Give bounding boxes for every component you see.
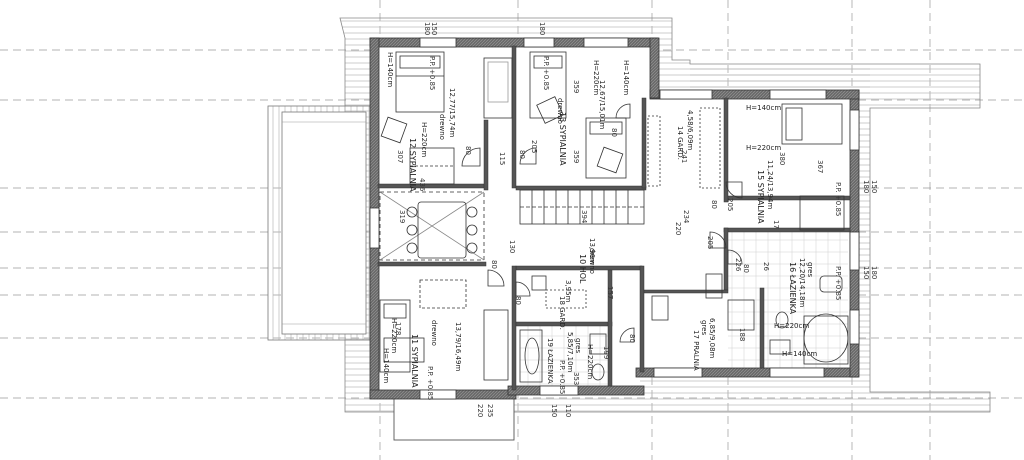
dim-top-c: 180 — [538, 22, 546, 35]
dim-bot-c: 150 — [550, 404, 558, 417]
room-16-area: 12,20/14,18m — [798, 258, 806, 307]
dim-80a: 80 — [464, 146, 472, 155]
dim-205b: 205 — [706, 236, 714, 249]
bed-12 — [395, 51, 445, 113]
room-16-name: 16 ŁAZIENKA — [788, 262, 797, 315]
height-label-16: H=220cm — [774, 322, 809, 330]
pp-label-1: P.P. +0.85 — [428, 56, 436, 90]
dim-17: 17 — [772, 220, 780, 229]
room-13-area: 12,67/15,01m — [598, 80, 606, 129]
dim-359: 359 — [572, 80, 580, 93]
pp-label-3: P.P. +0.85 — [834, 182, 842, 216]
windows — [369, 37, 860, 400]
dim-top-b: 150 — [430, 22, 438, 35]
staircase — [519, 189, 645, 225]
room-12-floor: drewno — [438, 114, 446, 140]
dim-367: 367 — [816, 160, 824, 173]
room-10-area: 13,96m — [588, 238, 596, 265]
dim-80d: 80 — [490, 260, 498, 269]
room-16-floor: gres — [806, 262, 814, 277]
room-12-name: 12 SYPIALNIA — [408, 138, 417, 192]
dim-130: 130 — [508, 240, 516, 253]
dim-80e: 80 — [514, 296, 522, 305]
dim-bot-b: 235 — [486, 404, 494, 417]
dim-bot-a: 220 — [476, 404, 484, 417]
dim-234: 234 — [682, 210, 690, 224]
room-15-area: 11,24/13,94m — [766, 160, 774, 209]
height-label-12: H=140cm — [386, 52, 394, 87]
pp-label-2: P.P. +0.85 — [542, 56, 550, 90]
room-12-area: 12,77/15,74m — [448, 88, 456, 137]
dimension-labels: 180 150 180 436 359 359 307 394 380 367 … — [394, 22, 878, 417]
dim-241: 241 — [680, 150, 688, 163]
pp-label-5: P.P. +0.85 — [426, 366, 434, 400]
interior-walls — [377, 45, 851, 391]
dim-319: 319 — [398, 210, 406, 223]
doors — [461, 103, 743, 343]
dim-80b: 80 — [518, 150, 526, 159]
dim-right-d: 180 — [870, 266, 878, 279]
room-17-area: 6,85/9,08m — [708, 318, 716, 359]
height-label-15b: H=220cm — [746, 144, 781, 152]
bathroom-tiles — [520, 232, 848, 386]
room-19-name: 19 ŁAZIENKA — [546, 338, 554, 384]
dim-353: 353 — [572, 372, 580, 385]
dim-199: 199 — [602, 346, 610, 359]
height-label-11: H=220cm — [390, 318, 398, 353]
furniture — [379, 51, 849, 383]
room-14-area: 4,58/6,09m — [686, 110, 694, 151]
dim-226: 226 — [734, 258, 742, 272]
height-label-15: H=140cm — [746, 104, 781, 112]
height-label-16b: H=140cm — [782, 350, 817, 358]
dim-359b: 359 — [572, 150, 580, 163]
height-label-11b: H=140cm — [382, 348, 390, 383]
dim-178: 178 — [394, 322, 402, 335]
height-label-13: H=220cm — [592, 60, 600, 95]
dim-205c: 205 — [530, 140, 538, 153]
height-label-12b: H=220cm — [420, 122, 428, 157]
room-11-floor: drewno — [430, 320, 438, 346]
room-18-area: 3,95m — [564, 280, 572, 303]
room-13-floor: drewno — [556, 98, 564, 124]
room-19-area: 5,85/7,10m — [566, 332, 574, 373]
room-11-area: 13,79/16,49m — [454, 322, 462, 371]
room-14-name: 14 GARD. — [676, 126, 684, 160]
dim-307: 307 — [396, 150, 404, 163]
dim-115: 115 — [498, 152, 506, 165]
dim-bot-d: 110 — [564, 404, 572, 417]
dim-394: 394 — [580, 210, 588, 224]
room-19-floor: gres — [574, 338, 582, 353]
dim-right-a: 180 — [862, 180, 870, 193]
room-18-name: 18 GARD. — [558, 296, 566, 330]
dim-top-a: 180 — [423, 22, 431, 35]
dim-26: 26 — [762, 262, 770, 271]
dim-205: 205 — [726, 198, 734, 211]
dim-right-c: 150 — [862, 266, 870, 279]
dim-right-b: 150 — [870, 180, 878, 193]
dim-80g: 80 — [742, 264, 750, 273]
dim-157: 157 — [606, 286, 614, 299]
height-label-13b: H=140cm — [622, 60, 630, 95]
dim-380: 380 — [778, 152, 786, 165]
room-15-name: 15 SYPIALNIA — [756, 170, 765, 224]
height-label-19: H=220cm — [586, 344, 594, 379]
room-10-name: 10 HOL — [578, 254, 587, 284]
dim-80f: 80 — [628, 334, 636, 343]
dim-188: 188 — [738, 328, 746, 341]
room-11-name: 11 SYPIALNIA — [410, 334, 419, 388]
dim-80h: 80 — [610, 128, 618, 137]
pp-label-6: P.P. +0.85 — [558, 360, 566, 394]
dim-436: 436 — [418, 178, 426, 192]
room-labels: 12 SYPIALNIA 12,77/15,74m drewno 13 SYPI… — [382, 52, 817, 388]
room-13-name: 13 SYPIALNIA — [558, 112, 567, 166]
room-10-floor: drewno — [588, 248, 596, 274]
room-17-floor: gres — [700, 320, 708, 335]
room-17-name: 17 PRALNIA — [692, 330, 700, 371]
dim-80c: 80 — [710, 200, 718, 209]
dim-220: 220 — [674, 222, 682, 235]
pp-label-4: P.P. +0.85 — [834, 266, 842, 300]
